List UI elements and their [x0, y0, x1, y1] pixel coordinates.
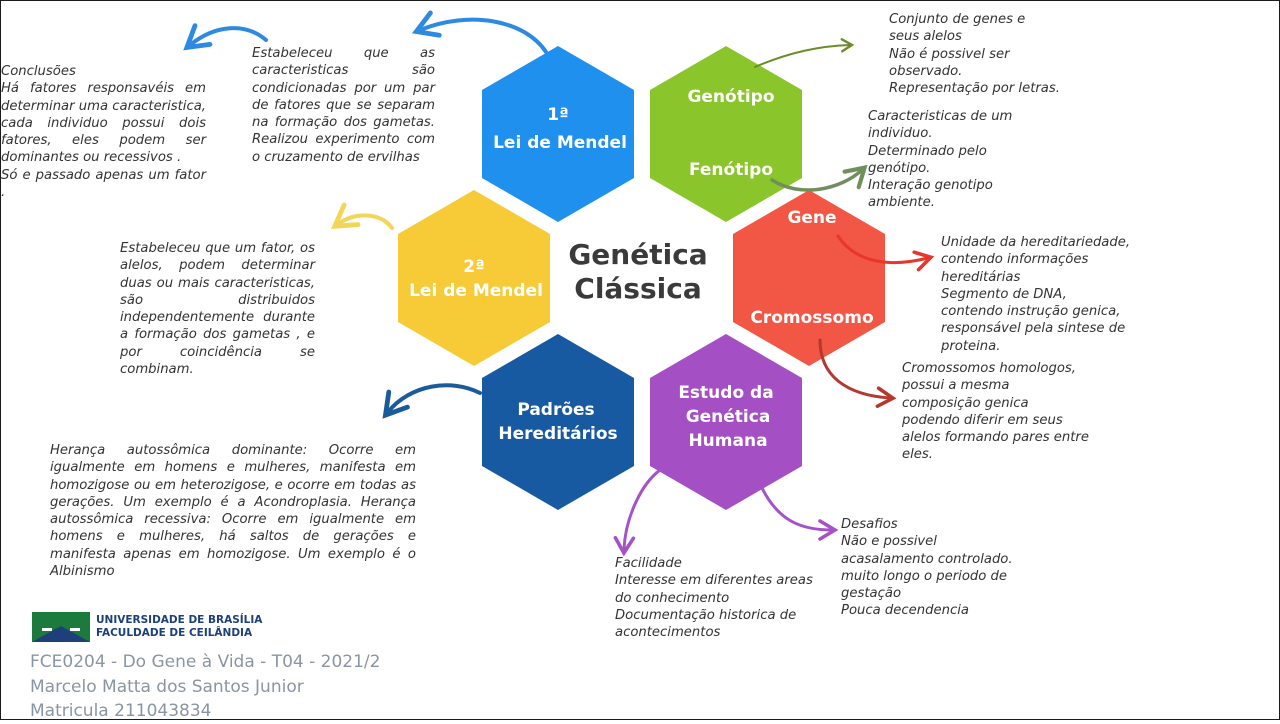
desafios-line: Não e possivel — [841, 534, 937, 550]
unb-faculty-name: FACULDADE DE CEILÂNDIA — [96, 627, 253, 639]
gene-line: Unidade da hereditariedade, — [941, 235, 1131, 250]
fenotipo-line: individuo. — [868, 126, 933, 142]
lei2-label: Lei de Mendel — [409, 281, 543, 301]
fenotipo-line: ambiente. — [868, 195, 935, 211]
note-facilidade: Facilidade Interesse em diferentes areas… — [615, 555, 825, 641]
fenotipo-line: Determinado pelo — [868, 143, 987, 159]
gene-label: Gene — [787, 208, 836, 228]
genotipo-line: observado. — [889, 63, 963, 79]
note-conclusoes: Conclusões Há fatores responsavéis em de… — [1, 63, 206, 201]
arrow-padroes — [382, 383, 482, 419]
desafios-line: Desafios — [841, 517, 898, 532]
cromossomo-line: eles. — [902, 447, 933, 463]
hexagon-genotipo-fenotipo — [650, 46, 802, 222]
arrow-lei2 — [330, 202, 394, 230]
desafios-line: acasalamento controlado. — [841, 551, 1013, 567]
arrow-genotipo — [754, 38, 855, 68]
arrow-fenotipo — [770, 164, 868, 192]
note-lei1: Estabeleceu que as caracteristicas são c… — [252, 46, 435, 165]
hexagon-gene-cromossomo — [733, 190, 885, 366]
center-title-line1: Genética — [568, 238, 707, 271]
cromossomo-line: Cromossomos homologos, — [902, 361, 1076, 376]
note-genotipo: Conjunto de genes e seus alelos Não é po… — [889, 11, 1089, 97]
gene-line: Segmento de DNA, — [941, 286, 1067, 302]
padroes-line1: Padrões — [517, 400, 594, 420]
cromossomo-label: Cromossomo — [750, 308, 873, 328]
facilidade-line: do conhecimento — [615, 590, 730, 606]
cromossomo-line: composição genica — [902, 395, 1029, 411]
note-lei2: Estabeleceu que um fator, os alelos, pod… — [120, 241, 315, 378]
footer: FCE0204 - Do Gene à Vida - T04 - 2021/2 … — [30, 650, 380, 724]
fenotipo-label: Fenótipo — [689, 160, 773, 180]
arrow-gene — [836, 234, 935, 272]
note-padroes: Herança autossômica dominante: Ocorre em… — [50, 443, 416, 580]
note-fenotipo: Caracteristicas de um individuo. Determi… — [868, 108, 1048, 212]
fenotipo-line: Caracteristicas de um — [868, 109, 1013, 124]
hexagon-lei2 — [398, 190, 550, 366]
genotipo-line: Conjunto de genes e — [889, 12, 1026, 27]
lei1-number: 1ª — [547, 105, 568, 125]
note-gene: Unidade da hereditariedade, contendo inf… — [941, 234, 1146, 355]
estudo-line2: Genética — [686, 407, 771, 427]
cromossomo-line: podendo diferir em seus — [902, 412, 1063, 428]
cromossomo-line: alelos formando pares entre — [902, 430, 1089, 446]
unb-logo-text: UNIVERSIDADE DE BRASÍLIA FACULDADE DE CE… — [96, 614, 262, 640]
footer-course: FCE0204 - Do Gene à Vida - T04 - 2021/2 — [30, 652, 381, 672]
arrow-lei1-to-note — [411, 10, 548, 54]
desafios-line: muito longo o periodo de — [841, 568, 1008, 584]
arrow-note-to-conclusoes — [183, 23, 268, 51]
genotipo-line: seus alelos — [889, 29, 962, 45]
footer-matricula: Matricula 211043834 — [30, 701, 212, 721]
facilidade-line: Documentação historica de — [615, 607, 797, 623]
center-title-line2: Clássica — [574, 272, 701, 305]
facilidade-line: Interesse em diferentes areas — [615, 573, 813, 589]
gene-line: proteina. — [941, 338, 1001, 354]
gene-line: contendo instrução genica, — [941, 304, 1121, 320]
lei2-number: 2ª — [463, 257, 484, 277]
arrow-estudo-desafios — [760, 486, 839, 541]
conclusoes-heading: Conclusões — [1, 64, 76, 79]
estudo-line1: Estudo da — [678, 383, 773, 403]
facilidade-line: Facilidade — [615, 556, 682, 571]
hexagon-lei1 — [482, 46, 634, 222]
arrow-cromossomo — [818, 338, 897, 408]
conclusoes-body: Há fatores responsavéis em determinar um… — [1, 81, 206, 166]
cromossomo-line: possui a mesma — [902, 378, 1010, 394]
hexagon-estudo — [650, 334, 802, 510]
note-desafios: Desafios Não e possivel acasalamento con… — [841, 516, 1031, 620]
genotipo-line: Representação por letras. — [889, 81, 1060, 97]
fenotipo-line: genótipo. — [868, 160, 931, 176]
genotipo-label: Genótipo — [687, 87, 774, 107]
gene-line: responsável pela sintese de — [941, 321, 1126, 337]
desafios-line: Pouca decendencia — [841, 603, 969, 619]
fenotipo-line: Interação genotipo — [868, 178, 993, 194]
facilidade-line: acontecimentos — [615, 625, 721, 641]
genotipo-line: Não é possivel ser — [889, 46, 1010, 62]
padroes-line2: Hereditários — [498, 424, 617, 444]
hexagon-padroes — [482, 334, 634, 510]
lei1-label: Lei de Mendel — [493, 133, 627, 153]
estudo-line3: Humana — [688, 431, 767, 451]
conclusoes-end: Só e passado apenas um fator . — [1, 167, 206, 201]
desafios-line: gestação — [841, 586, 902, 602]
gene-line: contendo informações — [941, 252, 1089, 268]
arrow-estudo-facilidade — [613, 468, 662, 557]
gene-line: hereditárias — [941, 269, 1021, 285]
footer-student: Marcelo Matta dos Santos Junior — [30, 676, 304, 697]
unb-university-name: UNIVERSIDADE DE BRASÍLIA — [96, 614, 263, 626]
note-cromossomo: Cromossomos homologos, possui a mesma co… — [902, 360, 1102, 464]
unb-logo-icon — [32, 612, 90, 642]
